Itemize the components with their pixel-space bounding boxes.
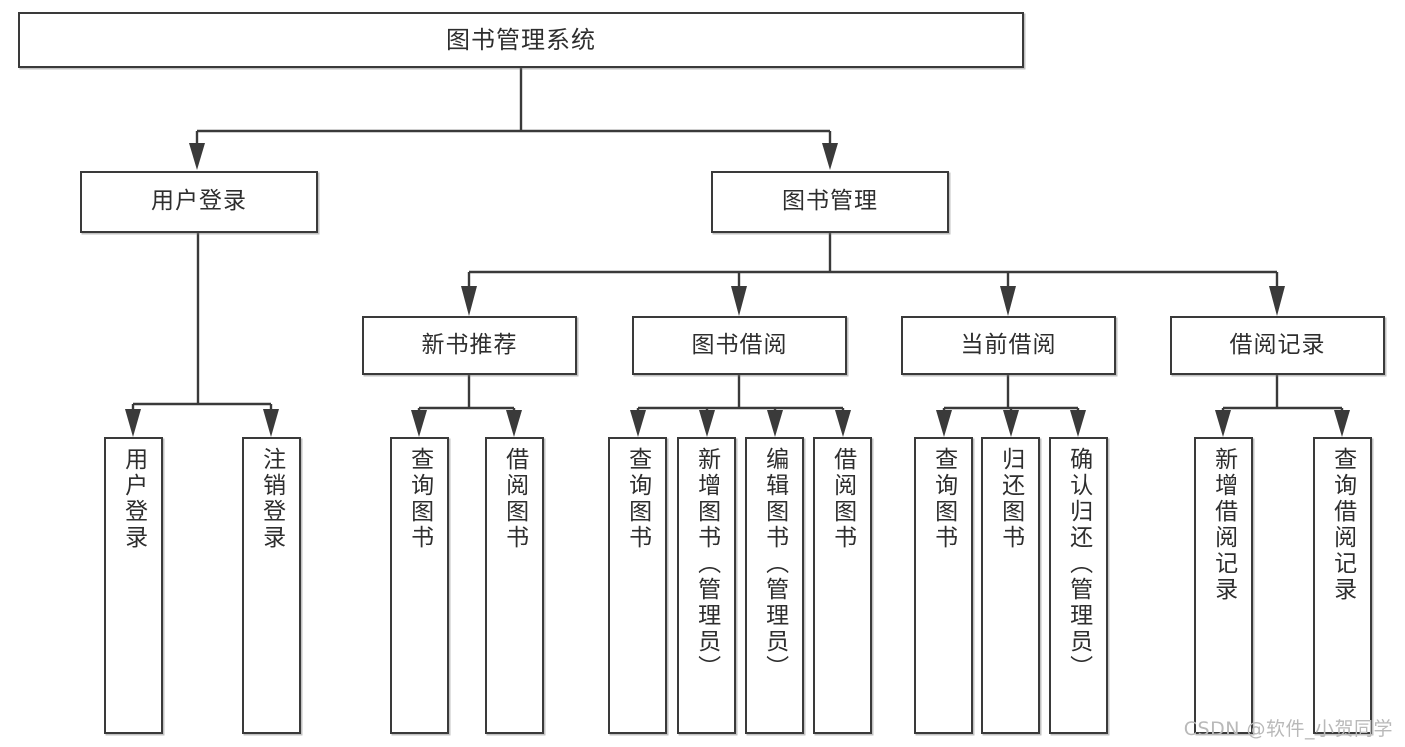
leaf-query-book-3[interactable]: 查询图书 bbox=[914, 437, 973, 734]
arrow-leaf-query-record bbox=[1334, 410, 1350, 437]
node-current-borrow-label: 当前借阅 bbox=[960, 331, 1057, 358]
arrow-leaf-query-book-3 bbox=[936, 410, 952, 437]
leaf-return-book[interactable]: 归还图书 bbox=[981, 437, 1040, 734]
leaf-user-login-label: 用户登录 bbox=[120, 447, 147, 551]
arrow-leaf-confirm-return bbox=[1070, 410, 1086, 437]
node-book-borrow[interactable]: 图书借阅 bbox=[632, 316, 847, 375]
arrow-borrow-record bbox=[1269, 286, 1285, 316]
node-new-book-rec-label: 新书推荐 bbox=[421, 331, 518, 358]
leaf-query-book-1[interactable]: 查询图书 bbox=[390, 437, 449, 734]
arrow-leaf-add-record bbox=[1215, 410, 1231, 437]
leaf-query-record[interactable]: 查询借阅记录 bbox=[1313, 437, 1372, 734]
leaf-add-book-label: 新增图书（管理员） bbox=[693, 447, 720, 681]
node-borrow-record[interactable]: 借阅记录 bbox=[1170, 316, 1385, 375]
arrow-leaf-user-login bbox=[125, 409, 141, 437]
node-user-login[interactable]: 用户登录 bbox=[80, 171, 318, 233]
leaf-user-login[interactable]: 用户登录 bbox=[104, 437, 163, 734]
arrow-leaf-borrow-book-2 bbox=[835, 410, 851, 437]
arrow-leaf-query-book-2 bbox=[630, 410, 646, 437]
arrow-new-book-rec bbox=[461, 286, 477, 316]
arrow-leaf-query-book-1 bbox=[411, 410, 427, 437]
leaf-user-logout[interactable]: 注销登录 bbox=[242, 437, 301, 734]
arrow-book-borrow bbox=[731, 286, 747, 316]
leaf-return-book-label: 归还图书 bbox=[997, 447, 1024, 551]
leaf-borrow-book-2-label: 借阅图书 bbox=[829, 447, 856, 551]
leaf-confirm-return[interactable]: 确认归还（管理员） bbox=[1049, 437, 1108, 734]
leaf-borrow-book-2[interactable]: 借阅图书 bbox=[813, 437, 872, 734]
node-book-manage[interactable]: 图书管理 bbox=[711, 171, 949, 233]
leaf-add-record-label: 新增借阅记录 bbox=[1210, 447, 1237, 603]
arrow-current-borrow bbox=[1000, 286, 1016, 316]
arrow-user-login bbox=[189, 143, 205, 170]
node-borrow-record-label: 借阅记录 bbox=[1229, 331, 1326, 358]
node-current-borrow[interactable]: 当前借阅 bbox=[901, 316, 1116, 375]
arrow-leaf-borrow-book-1 bbox=[506, 410, 522, 437]
arrow-leaf-add-book bbox=[699, 410, 715, 437]
arrow-book-manage bbox=[822, 143, 838, 170]
leaf-query-book-3-label: 查询图书 bbox=[930, 447, 957, 551]
arrow-leaf-return-book bbox=[1003, 410, 1019, 437]
node-root[interactable]: 图书管理系统 bbox=[18, 12, 1024, 68]
leaf-query-book-1-label: 查询图书 bbox=[406, 447, 433, 551]
arrow-leaf-edit-book bbox=[767, 410, 783, 437]
leaf-query-book-2-label: 查询图书 bbox=[624, 447, 651, 551]
node-book-borrow-label: 图书借阅 bbox=[691, 331, 788, 358]
leaf-edit-book-label: 编辑图书（管理员） bbox=[761, 447, 788, 681]
leaf-edit-book[interactable]: 编辑图书（管理员） bbox=[745, 437, 804, 734]
arrow-leaf-user-logout bbox=[263, 409, 279, 437]
leaf-add-book[interactable]: 新增图书（管理员） bbox=[677, 437, 736, 734]
node-book-manage-label: 图书管理 bbox=[782, 188, 878, 215]
leaf-borrow-book-1-label: 借阅图书 bbox=[501, 447, 528, 551]
node-new-book-rec[interactable]: 新书推荐 bbox=[362, 316, 577, 375]
leaf-user-logout-label: 注销登录 bbox=[258, 447, 285, 551]
leaf-query-record-label: 查询借阅记录 bbox=[1329, 447, 1356, 603]
leaf-confirm-return-label: 确认归还（管理员） bbox=[1065, 447, 1092, 681]
leaf-add-record[interactable]: 新增借阅记录 bbox=[1194, 437, 1253, 734]
leaf-borrow-book-1[interactable]: 借阅图书 bbox=[485, 437, 544, 734]
node-root-label: 图书管理系统 bbox=[446, 25, 596, 54]
leaf-query-book-2[interactable]: 查询图书 bbox=[608, 437, 667, 734]
watermark: CSDN @软件_小贺同学 bbox=[1183, 718, 1393, 740]
node-user-login-label: 用户登录 bbox=[151, 188, 247, 215]
